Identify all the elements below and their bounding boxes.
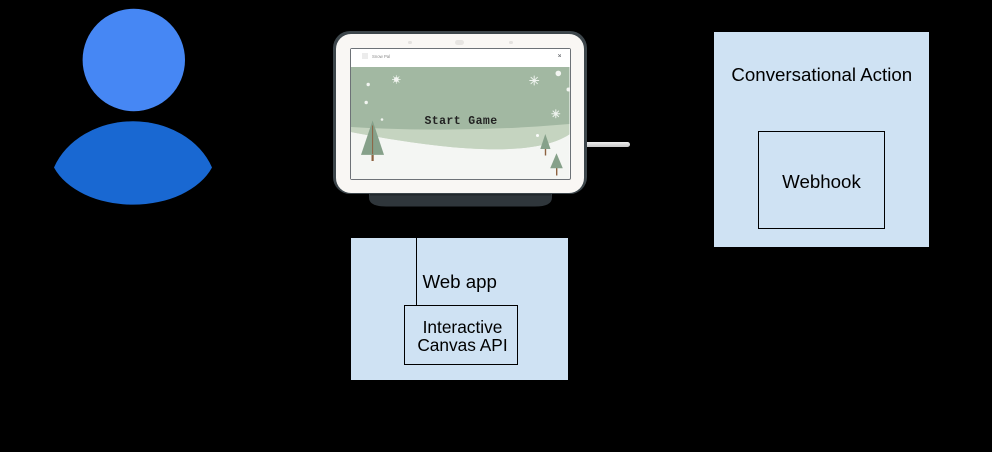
svg-text:Start Game: Start Game <box>424 114 497 127</box>
svg-text:Snow Pal: Snow Pal <box>372 54 390 59</box>
